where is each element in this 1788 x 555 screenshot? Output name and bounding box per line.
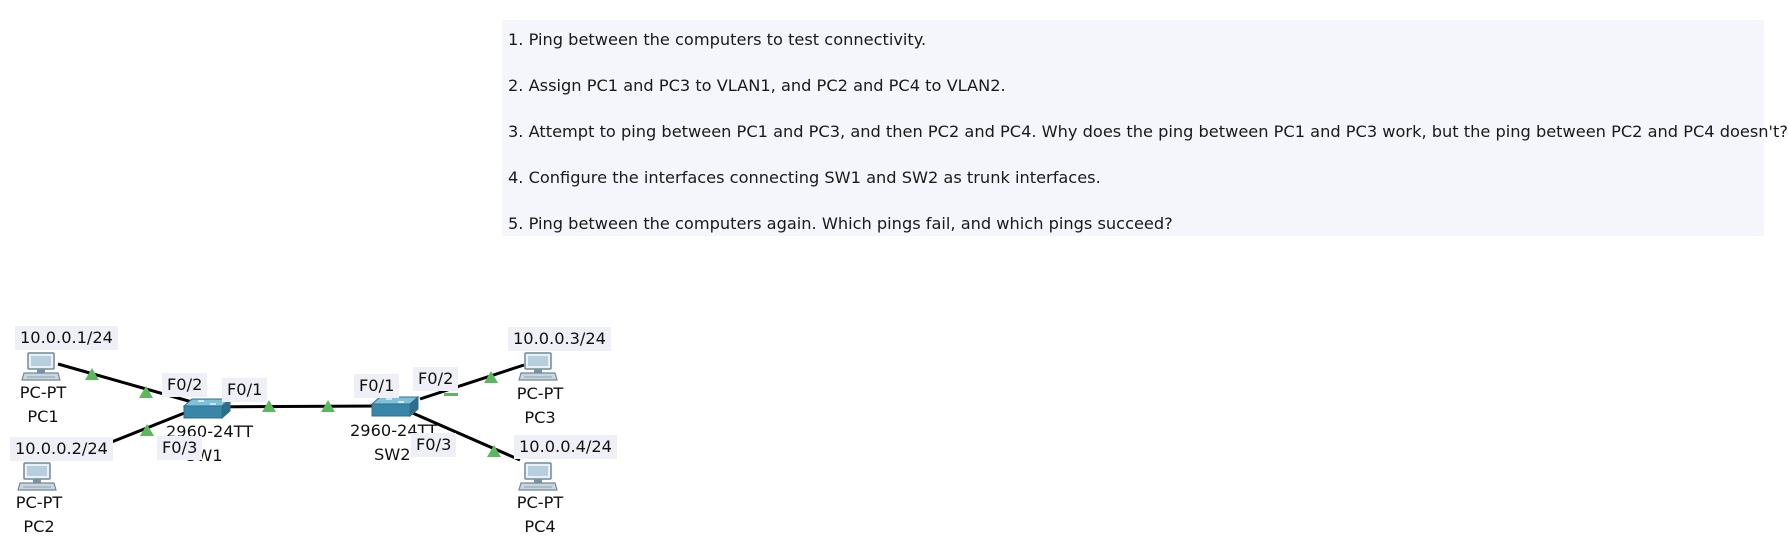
link-up-icon [484, 371, 498, 383]
pc4-desktop-icon[interactable] [518, 462, 559, 492]
pc4-ip-label: 10.0.0.4/24 [514, 435, 617, 459]
link-up-icon [85, 368, 99, 380]
pc4-name-label: PC4 [524, 517, 556, 536]
sw1-switch-icon[interactable] [182, 397, 232, 421]
pc2-ip-label: 10.0.0.2/24 [10, 437, 113, 461]
pc3-ip-label: 10.0.0.3/24 [508, 327, 611, 351]
sw1-port-f02-label: F0/2 [162, 373, 208, 397]
pc2-name-label: PC2 [23, 517, 55, 536]
link-up-icon [139, 386, 153, 398]
pc2-desktop-icon[interactable] [17, 462, 58, 492]
pc4-model-label: PC-PT [516, 493, 564, 512]
instruction-step-3: 3. Attempt to ping between PC1 and PC3, … [508, 122, 1788, 141]
link-up-icon [444, 393, 458, 396]
pc3-name-label: PC3 [524, 408, 556, 427]
pc1-model-label: PC-PT [19, 383, 67, 402]
pc1-desktop-icon[interactable] [21, 352, 62, 382]
link-up-icon [321, 400, 335, 412]
pc3-model-label: PC-PT [516, 384, 564, 403]
link-up-icon [487, 445, 501, 457]
instruction-step-4: 4. Configure the interfaces connecting S… [508, 168, 1101, 187]
instruction-step-5: 5. Ping between the computers again. Whi… [508, 214, 1173, 233]
instruction-step-2: 2. Assign PC1 and PC3 to VLAN1, and PC2 … [508, 76, 1006, 95]
pc2-model-label: PC-PT [15, 493, 63, 512]
pc1-name-label: PC1 [27, 407, 59, 426]
sw2-port-f01-label: F0/1 [354, 374, 400, 398]
sw2-port-f02-label: F0/2 [413, 367, 459, 391]
cable-sw2-pc3[interactable] [419, 363, 525, 401]
link-up-icon [140, 424, 154, 436]
pc1-ip-label: 10.0.0.1/24 [15, 326, 118, 350]
cable-sw2-pc4[interactable] [407, 409, 521, 462]
sw1-port-f03-label: F0/3 [157, 436, 203, 460]
instruction-step-1: 1. Ping between the computers to test co… [508, 30, 927, 49]
sw2-name-label: SW2 [374, 445, 411, 464]
pc3-desktop-icon[interactable] [518, 352, 559, 382]
sw2-switch-icon[interactable] [370, 395, 420, 419]
instructions-note[interactable]: 1. Ping between the computers to test co… [502, 20, 1788, 236]
sw2-port-f03-label: F0/3 [411, 433, 457, 457]
sw1-port-f01-label: F0/1 [222, 378, 268, 402]
link-up-icon [262, 400, 276, 412]
